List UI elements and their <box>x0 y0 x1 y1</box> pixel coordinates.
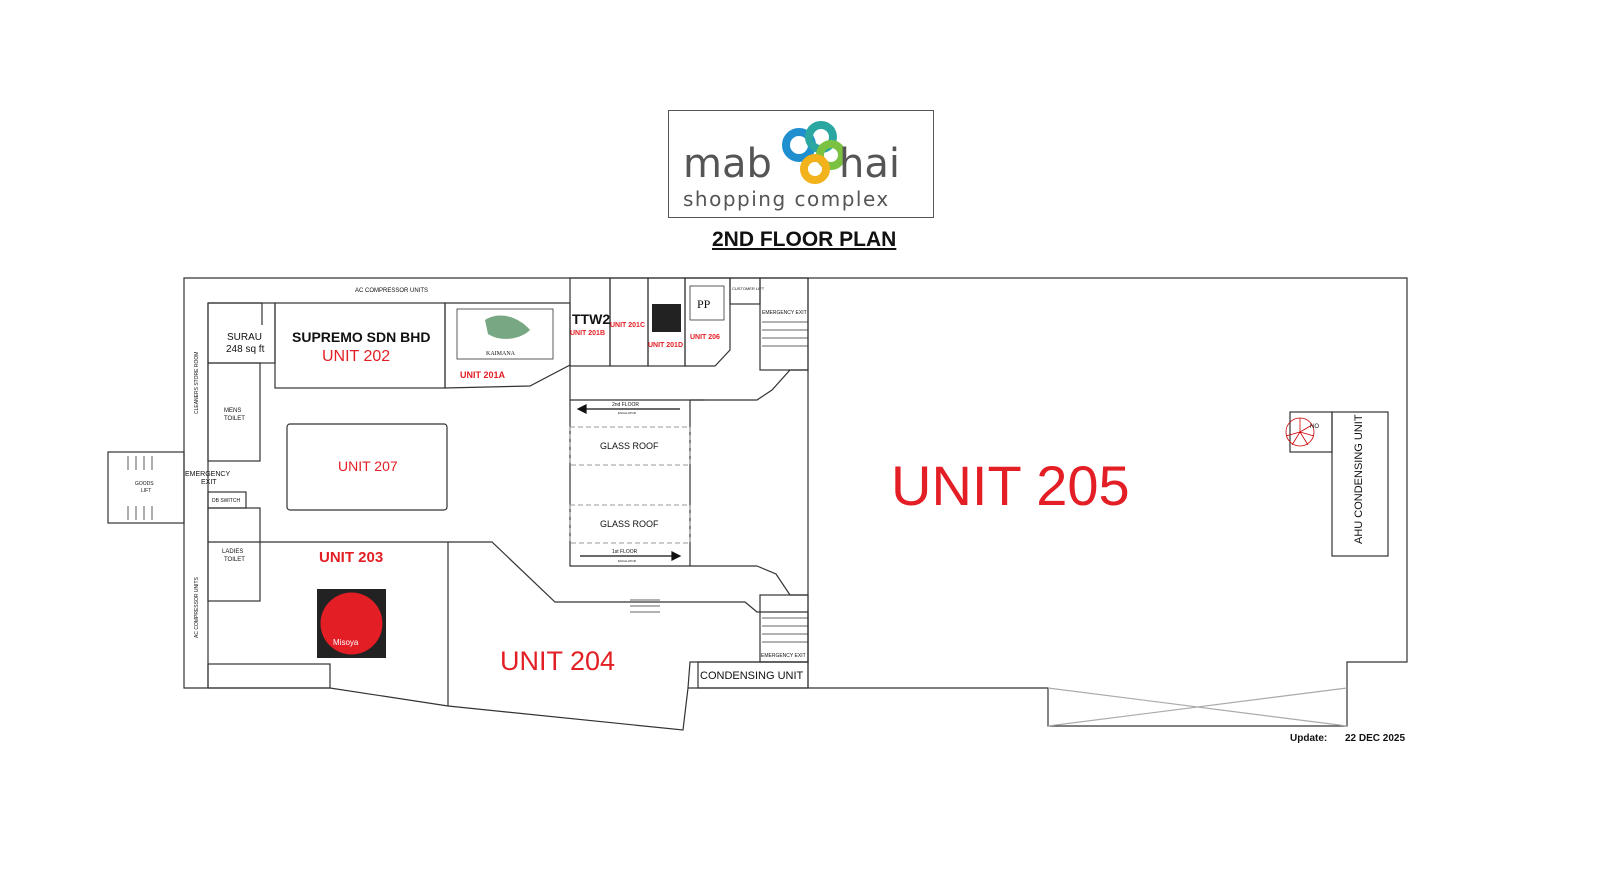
atrium <box>569 400 691 567</box>
emergency-stair-bottom <box>759 594 809 663</box>
mens-label-1: MENS <box>224 408 241 414</box>
misoya-logo <box>317 589 386 658</box>
unit-202-name: SUPREMO SDN BHD <box>292 329 430 345</box>
unit-201d-logo <box>652 304 681 332</box>
ahu-label: AHU CONDENSING UNIT <box>1353 414 1365 544</box>
emergency-exit-top-label: EMERGENCY EXIT <box>762 310 807 316</box>
surau-area-label: 248 sq ft <box>226 344 265 355</box>
unit-202-room <box>274 302 446 389</box>
db-switch-room <box>207 491 247 509</box>
kaimana-turtle-icon <box>485 315 530 339</box>
pp-logo <box>689 285 725 321</box>
brand-name-right: hai <box>839 141 900 187</box>
db-switch-label: DB SWITCH <box>212 498 240 504</box>
emergency-exit-bottom-label: EMERGENCY EXIT <box>761 653 806 659</box>
page-title: 2ND FLOOR PLAN <box>712 228 897 251</box>
misoya-label: Misoya <box>333 638 359 647</box>
update-label: Update: <box>1290 733 1328 744</box>
glass-roof-2 <box>569 504 691 544</box>
unit-207-label: UNIT 207 <box>338 458 398 474</box>
spiral-stair <box>1289 411 1333 453</box>
kaimana-label: KAIMANA <box>486 351 516 357</box>
unit-207-room <box>286 423 448 511</box>
ac-compressor-left-label: AC COMPRESSOR UNITS <box>194 576 200 638</box>
brand-name-left: mab <box>683 141 772 187</box>
unit-201b-name: TTW2 <box>572 311 610 327</box>
unit-201b-label: UNIT 201B <box>570 330 605 337</box>
pp-logo-text: PP <box>697 297 711 311</box>
condensing-unit-label: CONDENSING UNIT <box>700 670 804 682</box>
cleaners-label: CLEANERS STORE ROOM <box>194 352 200 414</box>
glass-roof-2-label: GLASS ROOF <box>600 519 659 529</box>
ladies-label-2: TOILET <box>224 557 245 563</box>
ahu-unit <box>1331 411 1389 557</box>
escalator-2nd-label: 2nd FLOOR <box>612 402 639 408</box>
unit-203-bottom-room <box>207 663 331 689</box>
ladies-label-1: LADIES <box>222 549 243 555</box>
emergency-stair-top <box>759 277 809 371</box>
customer-lift-label: CUSTOMER LIFT <box>732 286 765 291</box>
unit-201a-label: UNIT 201A <box>460 370 506 380</box>
unit-206-room <box>684 277 731 367</box>
brand-wordmark: mab hai <box>683 141 900 187</box>
unit-201c-label: UNIT 201C <box>610 322 645 329</box>
escalator-1st-sub: ESCALATOR <box>618 559 637 563</box>
brand-tagline: shopping complex <box>683 187 890 211</box>
goods-lift-label-1: GOODS <box>135 481 154 487</box>
emergency-exit-left-2: EXIT <box>201 479 217 486</box>
unit-203-label: UNIT 203 <box>319 549 383 566</box>
glass-roof-1 <box>569 426 691 466</box>
escalator-1st-label: 1st FLOOR <box>612 549 638 555</box>
unit-206-label: UNIT 206 <box>690 334 720 341</box>
surau-label: SURAU <box>227 332 262 343</box>
goods-lift-annex <box>107 451 185 524</box>
unit-201a-room <box>444 302 571 389</box>
mens-label-2: TOILET <box>224 416 245 422</box>
kaimana-logo <box>456 308 554 360</box>
customer-lift-room <box>729 277 761 305</box>
no-label: NO <box>1310 424 1319 430</box>
brand-logo: mab hai shopping complex <box>668 110 934 218</box>
spiral-stair-icon <box>1285 417 1315 447</box>
glass-roof-1-label: GLASS ROOF <box>600 441 659 451</box>
unit-202-label: UNIT 202 <box>322 348 390 365</box>
unit-201d-label: UNIT 201D <box>648 342 683 349</box>
emergency-exit-left-1: EMERGENCY <box>185 471 230 478</box>
flower-logo-icon <box>782 121 846 184</box>
ac-compressor-top-label: AC COMPRESSOR UNITS <box>355 288 428 294</box>
unit-205-label: UNIT 205 <box>891 454 1130 517</box>
mens-toilet <box>207 362 261 462</box>
goods-lift-label-2: LIFT <box>141 488 151 494</box>
unit-204-label: UNIT 204 <box>500 646 615 676</box>
escalator-2nd-sub: ESCALATOR <box>618 411 637 415</box>
update-date: 22 DEC 2025 <box>1345 733 1406 744</box>
